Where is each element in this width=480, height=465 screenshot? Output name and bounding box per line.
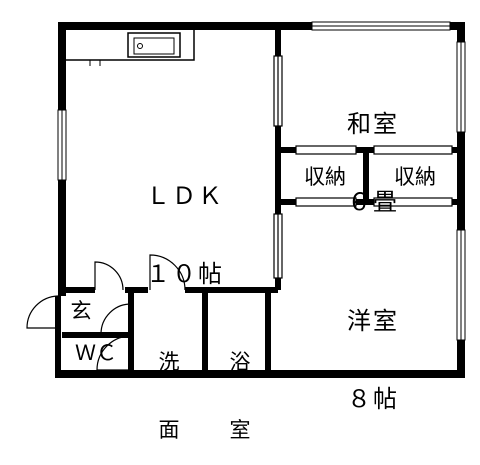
yoshitsu-size: ８帖 xyxy=(347,384,399,413)
yokushitsu-label: 浴 室 xyxy=(212,306,268,465)
senmen-line2: 面 xyxy=(158,418,180,443)
senmen-label: 洗 面 xyxy=(140,306,198,465)
washitsu-name: 和室 xyxy=(347,109,399,138)
floor-plan xyxy=(26,21,466,378)
washitsu-size: ６畳 xyxy=(347,187,399,216)
shuno-right-label: 収納 xyxy=(394,165,436,189)
ldk-label: ＬＤＫ １０帖 xyxy=(110,132,260,313)
shuno-left-label: 収納 xyxy=(304,165,346,189)
yoshitsu-label: 洋室 ８帖 xyxy=(318,257,428,438)
senmen-line1: 洗 xyxy=(158,350,180,375)
washitsu-label: 和室 ６畳 xyxy=(318,60,428,241)
yokushitsu-line2: 室 xyxy=(229,418,251,443)
door-swings xyxy=(26,254,186,371)
genkan-label: 玄 xyxy=(70,299,92,323)
kitchen-sink xyxy=(63,27,195,66)
sliding-doors xyxy=(273,55,453,279)
yokushitsu-line1: 浴 xyxy=(229,350,251,375)
ldk-name: ＬＤＫ xyxy=(146,181,224,210)
ldk-size: １０帖 xyxy=(146,259,224,288)
wc-label: ＷＣ xyxy=(75,341,117,365)
yoshitsu-name: 洋室 xyxy=(347,306,399,335)
windows xyxy=(57,21,466,341)
